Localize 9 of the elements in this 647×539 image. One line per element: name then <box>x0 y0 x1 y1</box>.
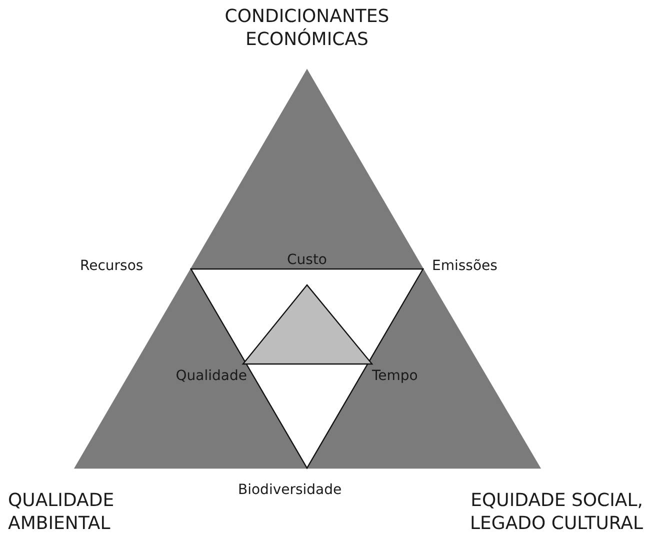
side-label: Biodiversidade <box>238 482 342 498</box>
vertex-label: Tempo <box>372 367 419 386</box>
vertex-label: Qualidade <box>174 367 247 386</box>
side-label: Recursos <box>80 258 144 274</box>
vertex-label: Custo <box>286 251 328 270</box>
side-label: Emissões <box>432 258 498 274</box>
section-heading: QUALIDADE AMBIENTAL <box>8 489 116 536</box>
section-heading: CONDICIONANTES ECONÓMICAS <box>224 5 390 52</box>
section-heading: EQUIDADE SOCIAL, LEGADO CULTURAL <box>469 489 643 536</box>
